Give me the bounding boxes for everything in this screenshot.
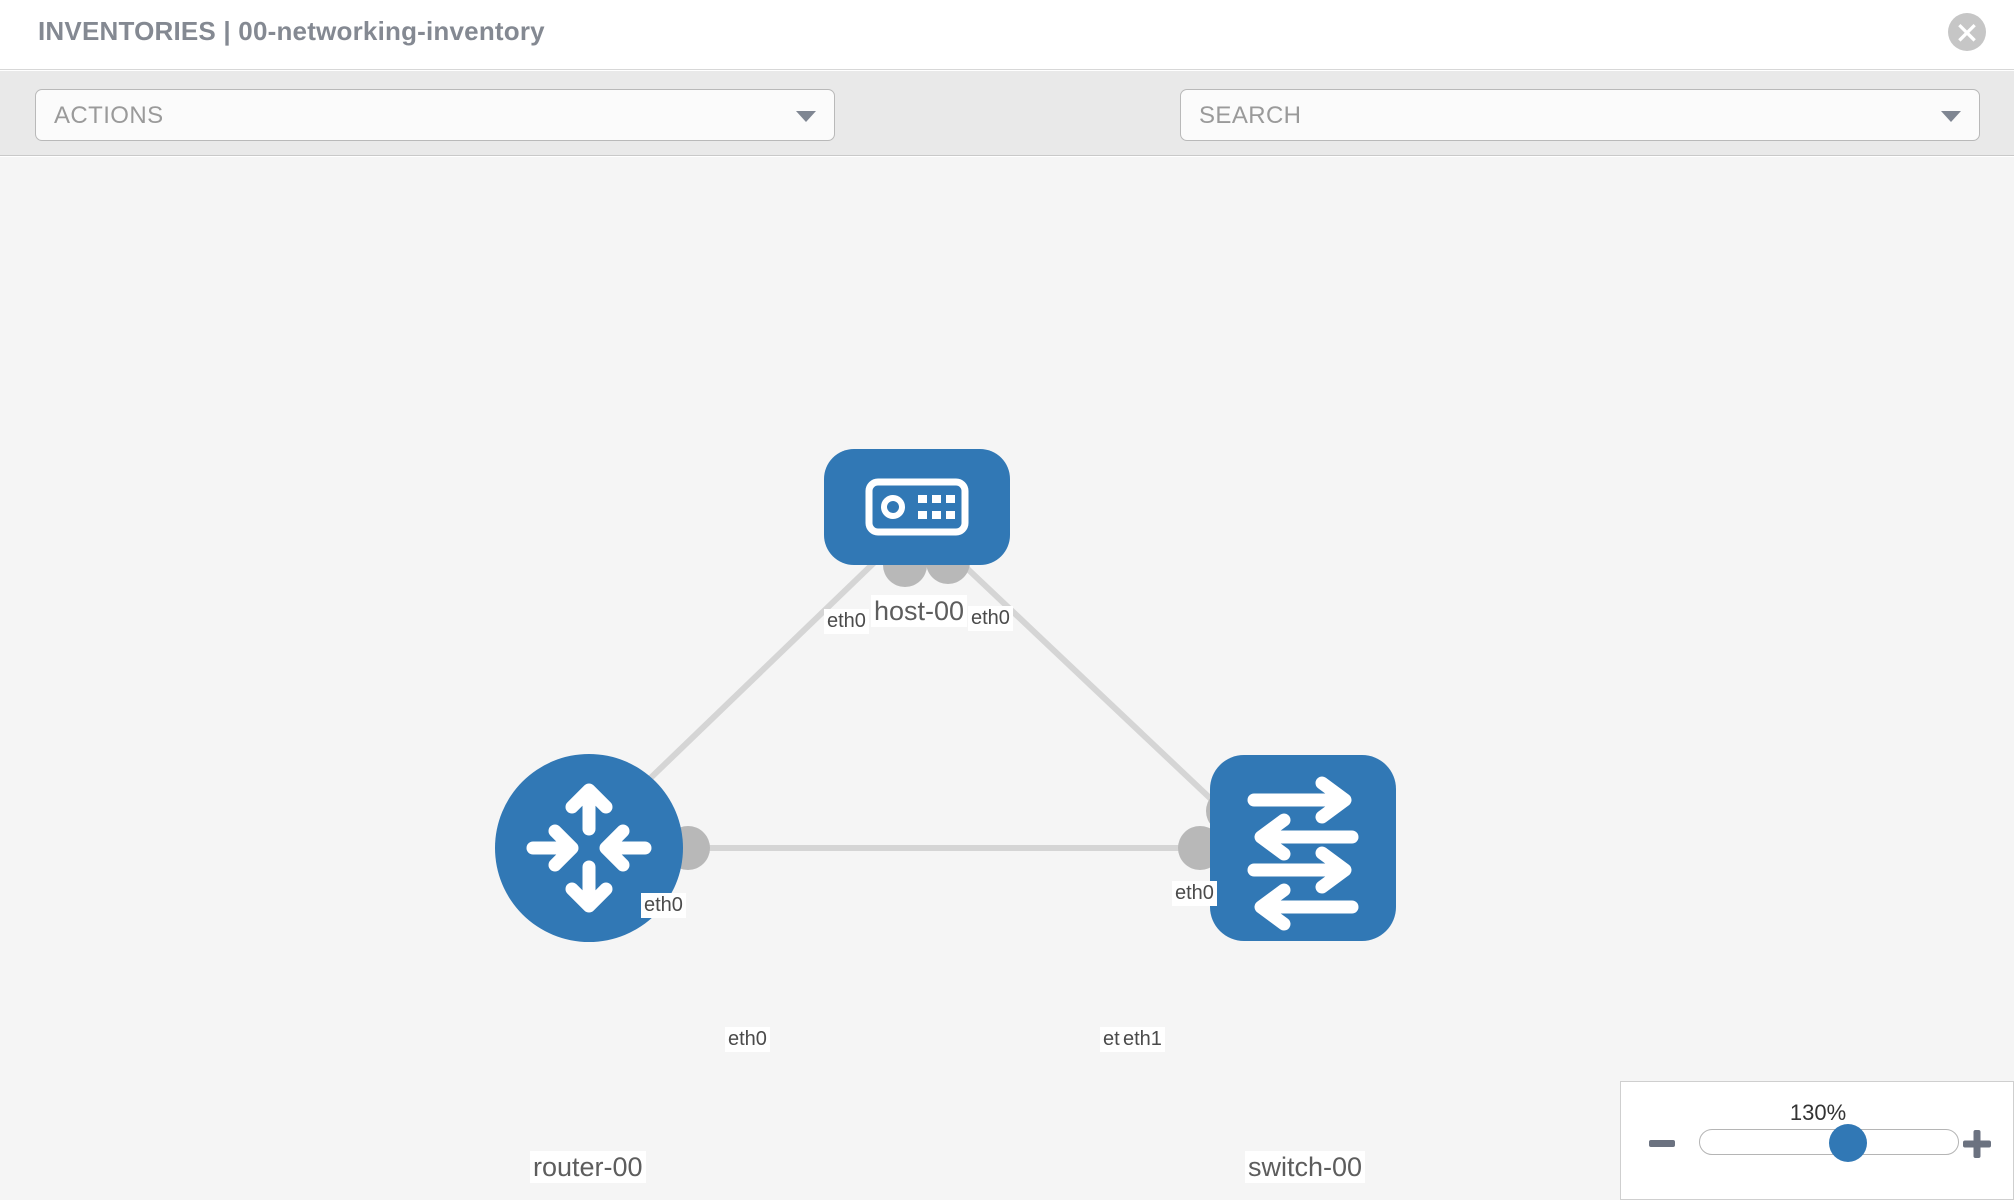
iface-label: eth0 (725, 1027, 770, 1052)
node-label-switch: switch-00 (1245, 1151, 1366, 1183)
zoom-slider[interactable] (1699, 1124, 1959, 1162)
zoom-slider-thumb[interactable] (1829, 1124, 1867, 1162)
iface-label: eth0 (824, 609, 869, 634)
node-host-00 (824, 449, 1010, 565)
links-layer (607, 554, 1233, 851)
close-icon[interactable] (1948, 13, 1986, 51)
minus-icon[interactable] (1647, 1128, 1677, 1158)
link-host-switch (952, 554, 1233, 820)
chevron-down-icon[interactable] (1941, 111, 1961, 122)
node-label-router: router-00 (530, 1151, 646, 1183)
zoom-percent-label: 130% (1789, 1100, 1847, 1125)
iface-label: eth0 (968, 606, 1013, 631)
page-header: INVENTORIES | 00-networking-inventory (0, 0, 2014, 70)
node-switch-00 (1210, 755, 1396, 941)
search-placeholder: SEARCH (1199, 102, 1302, 129)
iface-label: eth0 (1172, 881, 1217, 906)
node-router-00 (495, 754, 683, 942)
actions-dropdown-label: ACTIONS (54, 102, 164, 129)
topology-graph: eth0 eth0 eth0 eth0 eth0 eth0 eth1 host-… (0, 157, 2014, 1200)
iface-label: eth1 (1120, 1027, 1165, 1052)
page-title: INVENTORIES | 00-networking-inventory (38, 16, 545, 46)
search-input[interactable]: SEARCH (1180, 89, 1980, 141)
zoom-control-panel: 130% (1620, 1081, 2014, 1200)
plus-icon[interactable] (1961, 1128, 1993, 1160)
topology-svg (495, 449, 1396, 942)
server-icon (865, 478, 969, 536)
link-host-router (607, 554, 883, 820)
switch-icon (1247, 776, 1359, 931)
topology-canvas[interactable]: eth0 eth0 eth0 eth0 eth0 eth0 eth1 host-… (0, 157, 2014, 1200)
ports-layer (666, 540, 1250, 870)
toolbar: ACTIONS SEARCH (0, 71, 2014, 201)
node-label-host: host-00 (871, 595, 968, 627)
chevron-down-icon (796, 111, 816, 122)
router-icon (526, 783, 652, 913)
iface-label: eth0 (641, 893, 686, 918)
actions-dropdown[interactable]: ACTIONS (35, 89, 835, 141)
